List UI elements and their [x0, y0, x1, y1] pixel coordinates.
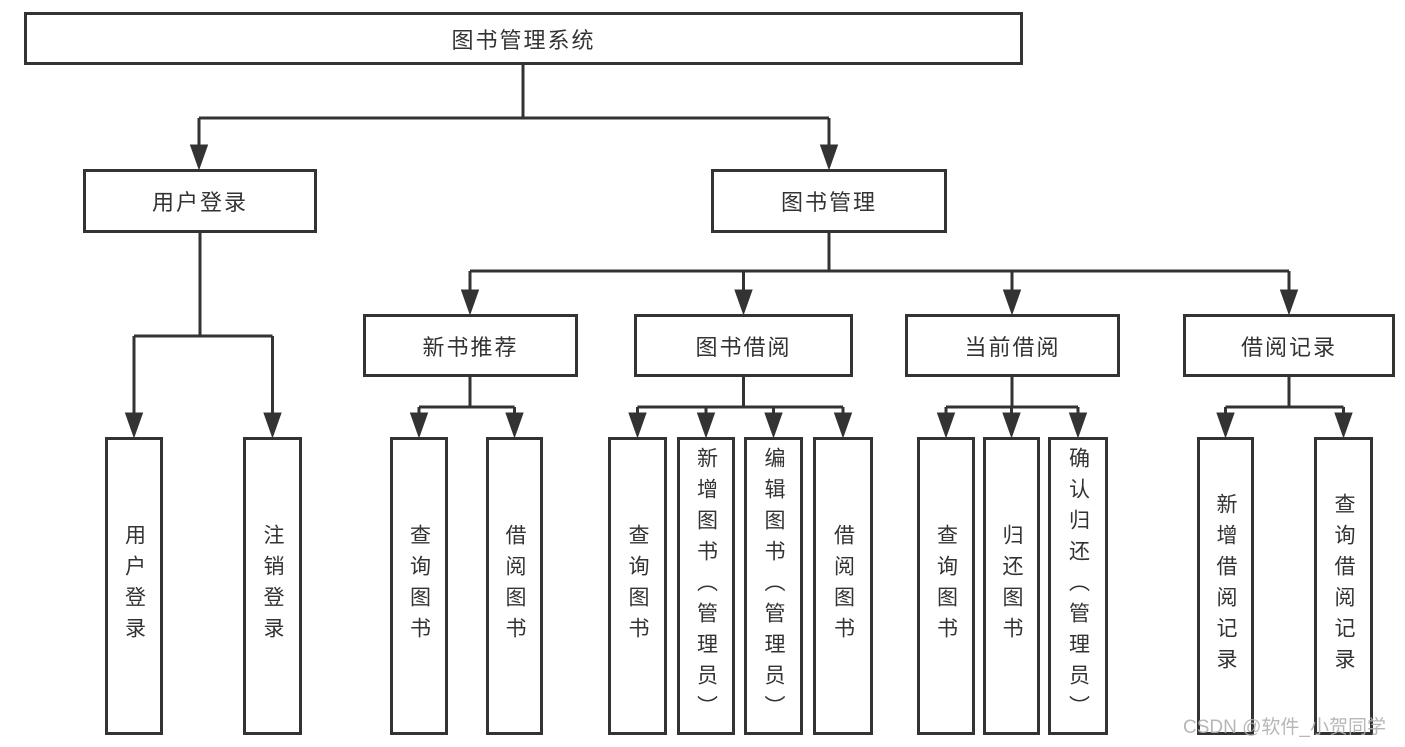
connector-root-to-level2	[189, 65, 839, 171]
node-label: 查询借阅记录	[1332, 493, 1355, 679]
arrowhead-icon	[764, 412, 783, 439]
arrowhead-icon	[263, 412, 282, 439]
csdn-watermark: CSDN @软件_小贺同学	[1183, 717, 1386, 738]
connector-user-login-group	[124, 233, 282, 439]
leaf-query-books-current: 查询图书	[917, 437, 975, 735]
leaf-query-borrow-record: 查询借阅记录	[1314, 437, 1373, 735]
node-label: 编辑图书（管理员）	[762, 446, 785, 726]
leaf-return-book: 归还图书	[983, 437, 1040, 735]
node-new-book-recommend: 新书推荐	[363, 314, 578, 377]
leaf-edit-book-admin: 编辑图书（管理员）	[744, 437, 803, 735]
arrowhead-icon	[819, 144, 839, 171]
node-current-borrowing: 当前借阅	[905, 314, 1120, 377]
node-label: 查询图书	[407, 524, 431, 648]
arrowhead-icon	[1002, 289, 1022, 316]
arrowhead-icon	[833, 412, 853, 439]
node-book-borrowing: 图书借阅	[634, 314, 853, 377]
arrowhead-icon	[460, 289, 480, 316]
node-label: 图书管理系统	[451, 27, 596, 53]
arrowhead-icon	[1279, 289, 1299, 316]
connector-new-book-group	[409, 377, 524, 439]
arrowhead-icon	[505, 412, 524, 439]
node-label: 确认归还（管理员）	[1066, 446, 1090, 726]
connector-borrow-record-group	[1216, 377, 1353, 439]
arrowhead-icon	[1334, 412, 1353, 439]
node-label: 借阅记录	[1240, 334, 1337, 360]
arrowhead-icon	[696, 412, 716, 439]
arrowhead-icon	[936, 412, 956, 439]
node-borrowing-records: 借阅记录	[1183, 314, 1395, 377]
arrowhead-icon	[1216, 412, 1235, 439]
node-label: 图书管理	[780, 190, 877, 215]
node-label: 借阅图书	[831, 524, 855, 648]
node-label: 注销登录	[261, 524, 284, 648]
node-label: 借阅图书	[503, 524, 526, 648]
node-label: 新增图书（管理员）	[694, 446, 718, 726]
node-label: 新增借阅记录	[1214, 493, 1237, 679]
arrowhead-icon	[734, 289, 753, 316]
leaf-confirm-return-admin: 确认归还（管理员）	[1048, 437, 1108, 735]
leaf-logout: 注销登录	[243, 437, 302, 735]
leaf-borrow-books-recommend: 借阅图书	[486, 437, 543, 735]
node-label: 归还图书	[1000, 524, 1023, 648]
leaf-add-book-admin: 新增图书（管理员）	[677, 437, 735, 735]
connector-current-borrow-group	[936, 377, 1088, 439]
leaf-query-books-borrowing: 查询图书	[608, 437, 667, 735]
node-user-login-branch: 用户登录	[83, 169, 317, 233]
node-library-management-system: 图书管理系统	[24, 12, 1023, 65]
node-label: 用户登录	[122, 524, 146, 648]
node-label: 新书推荐	[422, 334, 519, 360]
arrowhead-icon	[628, 412, 647, 439]
arrowhead-icon	[409, 412, 429, 439]
arrowhead-icon	[1002, 412, 1021, 439]
arrowhead-icon	[1068, 412, 1088, 439]
arrowhead-icon	[124, 412, 144, 439]
arrowhead-icon	[189, 144, 209, 171]
node-label: 查询图书	[626, 524, 649, 648]
leaf-borrow-books-borrowing: 借阅图书	[813, 437, 873, 735]
node-book-management-branch: 图书管理	[711, 169, 947, 233]
leaf-user-login: 用户登录	[105, 437, 163, 735]
node-label: 图书借阅	[695, 334, 792, 360]
node-label: 查询图书	[934, 524, 958, 648]
leaf-query-books-recommend: 查询图书	[390, 437, 448, 735]
leaf-add-borrow-record: 新增借阅记录	[1197, 437, 1254, 735]
connector-book-borrow-group	[628, 377, 853, 439]
node-label: 用户登录	[151, 190, 248, 215]
connector-book-management-to-level3	[460, 233, 1299, 316]
node-label: 当前借阅	[964, 334, 1061, 360]
